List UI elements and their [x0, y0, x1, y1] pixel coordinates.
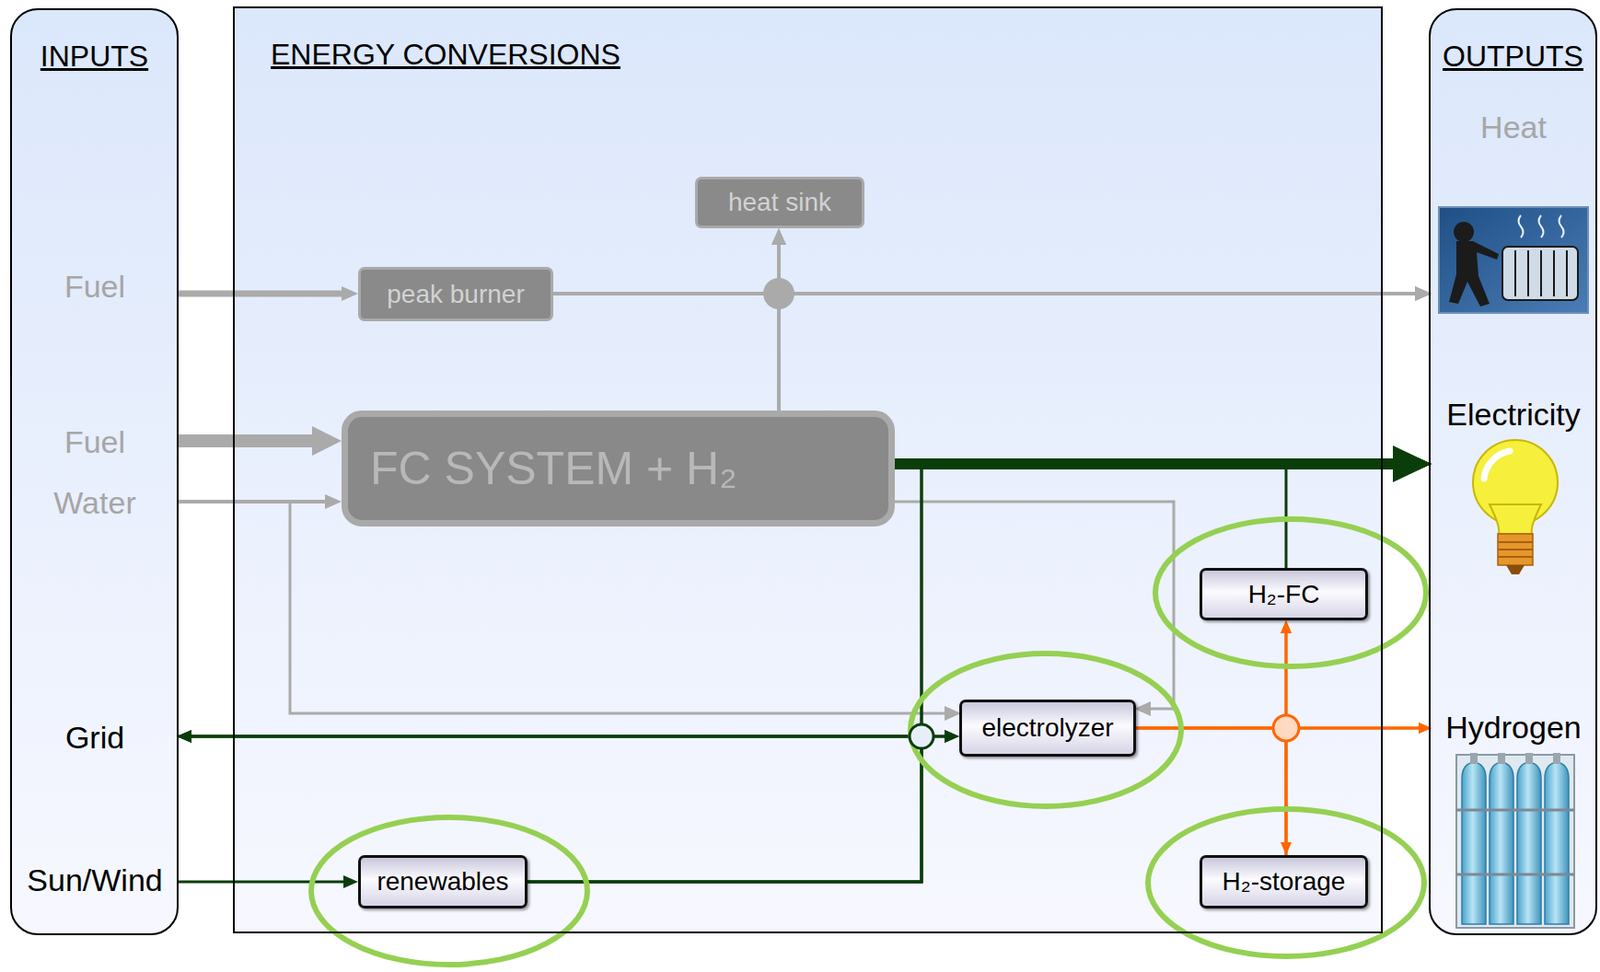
highlight-ellipse: [311, 817, 588, 965]
box-label: H₂-storage: [1222, 867, 1346, 897]
connector: [176, 290, 342, 298]
connector: [894, 501, 1174, 709]
input-label: Grid: [12, 718, 177, 757]
gas-cylinder: [1489, 762, 1514, 925]
panel-fill: [232, 6, 1383, 934]
highlight-ellipse: [910, 653, 1182, 807]
rack-frame: [1456, 754, 1575, 928]
connector: [527, 463, 1417, 882]
gas-cylinder: [1461, 762, 1486, 925]
junction-dot: [763, 278, 795, 310]
panel-fill: [10, 8, 179, 936]
cylinder-valve: [1553, 753, 1561, 765]
connector: [553, 244, 779, 294]
connector: [176, 434, 313, 448]
junction-dot: [1273, 715, 1299, 742]
input-name: Sun/Wind: [26, 862, 163, 899]
outputs-panel: OUTPUTS HeatElectricityHydrogen: [1428, 8, 1598, 936]
process-box: heat sink: [695, 176, 865, 229]
connector: [176, 501, 945, 714]
input-label: Sun/Wind: [12, 860, 177, 900]
connector: [778, 293, 1415, 411]
connector: [1136, 728, 1287, 843]
output-name: Electricity: [1446, 396, 1580, 432]
cylinder-valve: [1497, 753, 1506, 765]
panel-fill: [1428, 8, 1598, 936]
conversions-panel: ENERGY CONVERSIONS heat sink peak burnerFC…: [232, 6, 1383, 934]
connector: [527, 736, 945, 882]
output-name: Hydrogen: [1445, 709, 1581, 745]
box-label: heat sink: [728, 187, 832, 218]
junction-dot: [909, 724, 934, 749]
box-label: electrolyzer: [981, 713, 1114, 743]
output-label: Heat: [1431, 108, 1596, 319]
process-box: H₂-storage: [1199, 855, 1369, 909]
panel-heading: INPUTS: [11, 37, 177, 75]
system-box: FC SYSTEM + H₂: [341, 410, 895, 527]
panel-heading: ENERGY CONVERSIONS: [270, 35, 1381, 73]
person-symbol: [1449, 241, 1499, 307]
input-label: Fuel: [12, 422, 177, 462]
input-name: Fuel: [64, 424, 126, 461]
panel-heading: OUTPUTS: [1430, 37, 1596, 75]
gas-cylinder: [1517, 762, 1542, 925]
box-label: H₂-FC: [1248, 579, 1321, 610]
input-name: Water: [53, 485, 136, 522]
box-label: renewables: [376, 867, 509, 897]
box-label: peak burner: [386, 279, 524, 310]
highlight-ellipses: [311, 519, 1427, 965]
bulb-icon: [1472, 440, 1558, 575]
gas-cylinders-icon: [0, 0, 1575, 928]
process-box: peak burner: [358, 266, 554, 322]
process-box: H₂-FC: [1199, 568, 1369, 621]
icon-frame: [1438, 207, 1589, 314]
output-label: Electricity: [1431, 395, 1596, 585]
input-name: Grid: [65, 719, 125, 756]
connector: [1286, 728, 1419, 856]
input-label: Fuel: [12, 266, 177, 306]
gas-cylinder: [1544, 762, 1569, 925]
box-label: FC SYSTEM + H₂: [370, 441, 738, 496]
inputs-panel: INPUTSFuelFuelWaterGridSun/Wind: [10, 8, 179, 936]
person-symbol: [1453, 221, 1474, 243]
highlight-ellipse: [1155, 519, 1427, 667]
cylinder-valve: [1470, 753, 1478, 765]
cylinder-valve: [1525, 753, 1533, 765]
bulb-base: [1497, 533, 1533, 566]
connector: [1286, 463, 1417, 569]
highlight-ellipse: [1147, 809, 1425, 957]
process-box: renewables: [358, 855, 528, 909]
input-label: Water: [12, 483, 177, 522]
connector: [1136, 633, 1287, 729]
output-name: Heat: [1480, 109, 1547, 145]
connector: [191, 736, 922, 882]
process-box: electrolyzer: [959, 699, 1137, 757]
input-name: Fuel: [64, 268, 126, 305]
radiator-symbol: [1502, 246, 1578, 301]
connector: [176, 881, 344, 884]
output-label: Hydrogen: [1431, 708, 1596, 933]
heat-icon: [1438, 207, 1589, 314]
